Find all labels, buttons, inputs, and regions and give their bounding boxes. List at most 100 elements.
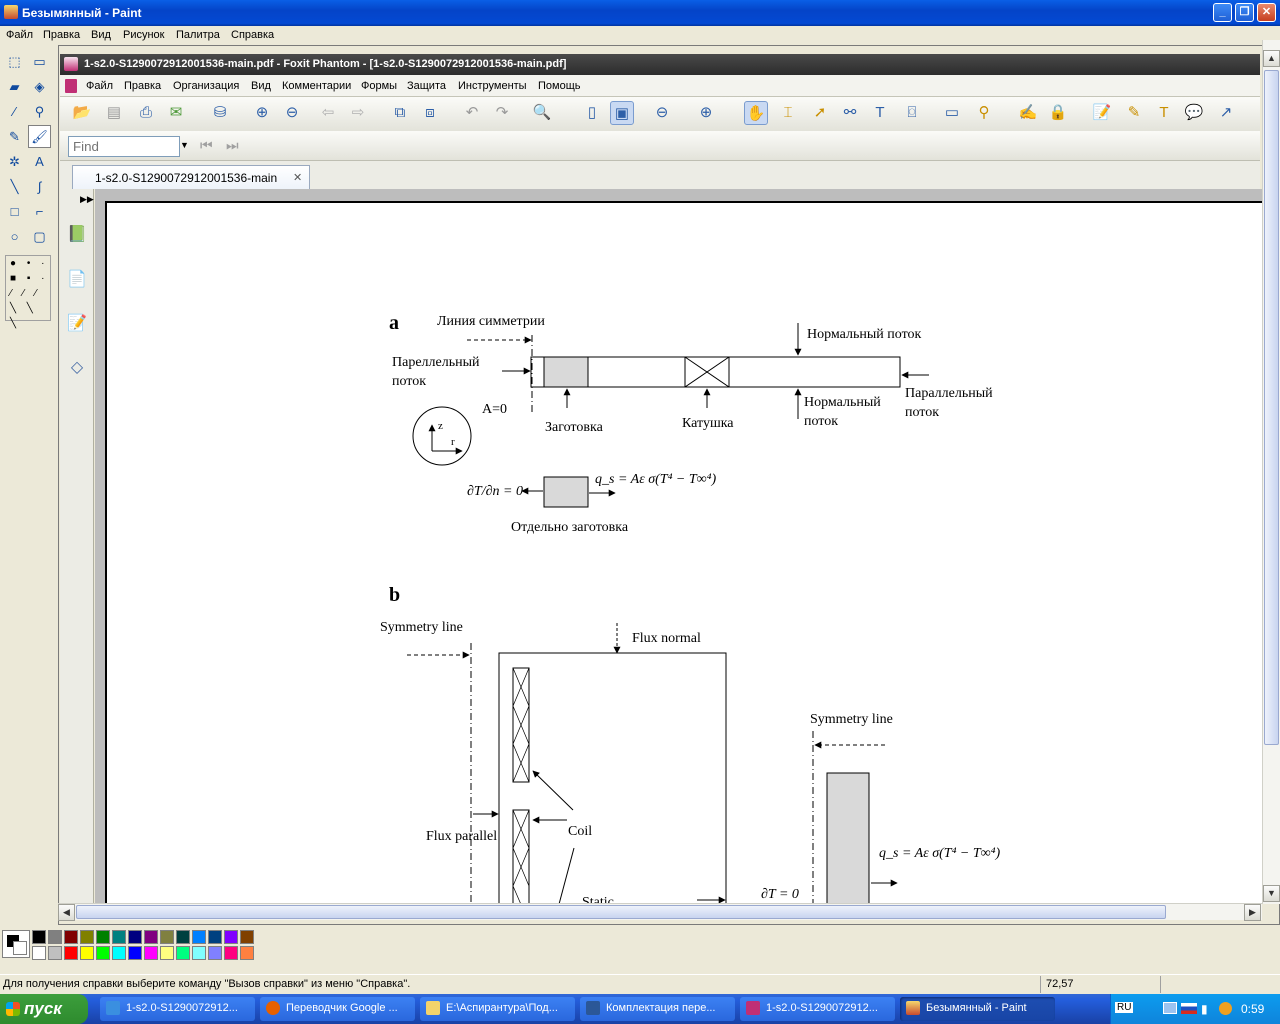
palette-swatch[interactable] bbox=[224, 946, 238, 960]
actual-size-icon[interactable]: ▣ bbox=[610, 101, 634, 125]
palette-swatch[interactable] bbox=[160, 930, 174, 944]
document-viewport[interactable]: a Линия симметрии Нормальный поток Парел… bbox=[95, 189, 1262, 904]
snapshot-icon[interactable]: ⌼ bbox=[907, 104, 917, 121]
form-field-icon[interactable]: ▭ bbox=[944, 104, 960, 121]
task-word[interactable]: Комплектация пере... bbox=[580, 997, 735, 1021]
typewriter-icon[interactable]: T bbox=[875, 104, 885, 121]
foxit-menu-forms[interactable]: Формы bbox=[361, 80, 398, 92]
scroll-up-button[interactable]: ▲ bbox=[1263, 50, 1280, 67]
email-icon[interactable]: ✉ bbox=[169, 104, 183, 121]
foxit-menu-protect[interactable]: Защита bbox=[407, 80, 446, 92]
foxit-menu-organize[interactable]: Организация bbox=[173, 80, 240, 92]
paint-title-bar[interactable]: Безымянный - Paint _ ❐ ✕ bbox=[0, 0, 1280, 26]
current-colors[interactable] bbox=[2, 930, 30, 958]
magnifier-icon[interactable]: ⚲ bbox=[34, 104, 45, 119]
scroll-right-button[interactable]: ▶ bbox=[1244, 904, 1261, 921]
print-icon[interactable]: ⎙ bbox=[139, 104, 152, 121]
palette-swatch[interactable] bbox=[192, 930, 206, 944]
find-dropdown-icon[interactable]: ▼ bbox=[180, 140, 189, 150]
open-icon[interactable]: 📂 bbox=[72, 104, 92, 121]
update-icon[interactable] bbox=[1219, 1002, 1232, 1015]
menu-view[interactable]: Вид bbox=[91, 29, 111, 41]
palette-swatch[interactable] bbox=[32, 946, 46, 960]
eraser-icon[interactable]: ▰ bbox=[9, 79, 20, 94]
menu-edit[interactable]: Правка bbox=[43, 29, 81, 41]
maximize-button[interactable]: ❐ bbox=[1235, 3, 1254, 22]
vertical-scroll-thumb[interactable] bbox=[1264, 70, 1279, 745]
note-edit-icon[interactable]: 📝 bbox=[1092, 104, 1112, 121]
palette-swatch[interactable] bbox=[128, 946, 142, 960]
pages-icon[interactable]: 📄 bbox=[67, 271, 87, 288]
task-paint[interactable]: Безымянный - Paint bbox=[900, 997, 1055, 1021]
palette-swatch[interactable] bbox=[96, 946, 110, 960]
fill-icon[interactable]: ◈ bbox=[34, 79, 45, 94]
foxit-title-bar[interactable]: 1-s2.0-S1290072912001536-main.pdf - Foxi… bbox=[60, 54, 1260, 75]
lock-icon[interactable]: 🔒 bbox=[1048, 104, 1068, 121]
horizontal-scrollbar[interactable]: ◀ ▶ bbox=[58, 903, 1262, 921]
scroll-down-button[interactable]: ▼ bbox=[1263, 885, 1280, 902]
find-prev-icon[interactable]: ⏮ bbox=[200, 137, 213, 153]
palette-swatch[interactable] bbox=[48, 946, 62, 960]
hand-tool-icon[interactable]: ✋ bbox=[744, 101, 768, 125]
back-icon[interactable]: ⇦ bbox=[321, 104, 335, 121]
zoom-in-circle-icon[interactable]: ⊕ bbox=[699, 104, 713, 121]
palette-swatch[interactable] bbox=[96, 930, 110, 944]
task-explorer[interactable]: E:\Аспирантура\Под... bbox=[420, 997, 575, 1021]
vertical-scrollbar[interactable]: ▲ ▼ bbox=[1262, 40, 1280, 904]
task-google-translate[interactable]: Переводчик Google ... bbox=[260, 997, 415, 1021]
ellipse-icon[interactable]: ○ bbox=[10, 229, 19, 244]
save-icon[interactable]: ▤ bbox=[106, 104, 122, 121]
foxit-menu-edit[interactable]: Правка bbox=[124, 80, 162, 92]
menu-image[interactable]: Рисунок bbox=[123, 29, 165, 41]
menu-file[interactable]: Файл bbox=[6, 29, 34, 41]
extract-page-icon[interactable]: ⧉ bbox=[394, 104, 406, 121]
palette-swatch[interactable] bbox=[80, 930, 94, 944]
next-page-icon[interactable]: ⊖ bbox=[285, 104, 299, 121]
line-icon[interactable]: ╲ bbox=[10, 179, 19, 194]
menu-help[interactable]: Справка bbox=[231, 29, 275, 41]
palette-swatch[interactable] bbox=[224, 930, 238, 944]
color-picker-icon[interactable]: ⁄ bbox=[13, 104, 16, 119]
foxit-menu-file[interactable]: Файл bbox=[86, 80, 114, 92]
brush-options[interactable]: ● • ·■ ▪ ·⁄ ⁄ ⁄╲ ╲ ╲ bbox=[5, 255, 51, 329]
scan-icon[interactable]: ⛁ bbox=[213, 104, 227, 121]
palette-swatch[interactable] bbox=[80, 946, 94, 960]
rect-select-icon[interactable]: ▭ bbox=[33, 54, 46, 69]
binoculars-icon[interactable]: ⚯ bbox=[843, 104, 857, 121]
text-box-icon[interactable]: T bbox=[1159, 104, 1169, 121]
signal-icon[interactable]: ▮ bbox=[1201, 1002, 1208, 1016]
foxit-menu-comments[interactable]: Комментарии bbox=[282, 80, 352, 92]
task-foxit-1[interactable]: 1-s2.0-S1290072912... bbox=[100, 997, 255, 1021]
arrow-icon[interactable]: ↗ bbox=[1219, 104, 1233, 121]
brush-icon[interactable]: 🖌 bbox=[28, 125, 51, 148]
zoom-out-circle-icon[interactable]: ⊖ bbox=[655, 104, 669, 121]
rectangle-icon[interactable]: □ bbox=[10, 204, 19, 219]
palette-swatch[interactable] bbox=[176, 946, 190, 960]
palette-swatch[interactable] bbox=[208, 946, 222, 960]
foxit-menu-help[interactable]: Помощь bbox=[538, 80, 581, 92]
palette-swatch[interactable] bbox=[144, 946, 158, 960]
layers-icon[interactable]: ◇ bbox=[70, 359, 84, 376]
start-button[interactable]: пуск bbox=[0, 994, 88, 1024]
task-foxit-2[interactable]: 1-s2.0-S1290072912... bbox=[740, 997, 895, 1021]
foxit-menu-tools[interactable]: Инструменты bbox=[458, 80, 527, 92]
palette-swatch[interactable] bbox=[128, 930, 142, 944]
sign-icon[interactable]: ✍ bbox=[1018, 104, 1038, 121]
select-annotation-icon[interactable]: ➚ bbox=[813, 104, 827, 121]
language-indicator[interactable]: RU bbox=[1115, 1002, 1134, 1013]
palette-swatch[interactable] bbox=[144, 930, 158, 944]
fit-page-icon[interactable]: ▯ bbox=[587, 104, 597, 121]
foxit-menu-view[interactable]: Вид bbox=[251, 80, 271, 92]
comment-icon[interactable]: 💬 bbox=[1184, 104, 1204, 121]
palette-swatch[interactable] bbox=[240, 930, 254, 944]
close-button[interactable]: ✕ bbox=[1257, 3, 1276, 22]
palette-swatch[interactable] bbox=[160, 946, 174, 960]
scroll-left-button[interactable]: ◀ bbox=[58, 904, 75, 921]
pencil-icon[interactable]: ✎ bbox=[9, 129, 20, 144]
find-next-icon[interactable]: ⏭ bbox=[226, 137, 239, 153]
palette-swatch[interactable] bbox=[64, 930, 78, 944]
airbrush-icon[interactable]: ✲ bbox=[9, 154, 20, 169]
find-input[interactable] bbox=[68, 136, 180, 157]
network-icon[interactable] bbox=[1163, 1002, 1177, 1014]
menu-palette[interactable]: Палитра bbox=[176, 29, 220, 41]
